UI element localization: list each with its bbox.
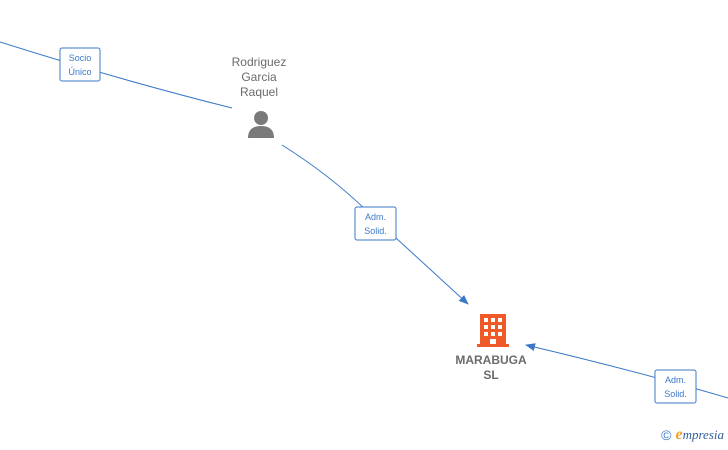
edge-label-adm-solid-person-line1: Adm. xyxy=(365,212,386,222)
person-name-line3: Raquel xyxy=(240,85,278,99)
company-name-line1: MARABUGA xyxy=(455,353,527,367)
building-icon xyxy=(477,314,509,347)
edge-label-adm-solid-right[interactable]: Adm. Solid. xyxy=(654,369,697,404)
brand-logo: empresia xyxy=(675,426,724,444)
brand-first-letter: e xyxy=(675,426,683,443)
edge-adm-solid-right-line xyxy=(525,343,728,399)
person-icon xyxy=(248,111,274,138)
edge-label-socio-unico-line1: Socio xyxy=(69,53,92,63)
edge-label-adm-solid-person[interactable]: Adm. Solid. xyxy=(354,206,397,241)
company-name-line2: SL xyxy=(483,368,498,382)
copyright-symbol: © xyxy=(661,427,672,443)
company-node[interactable]: MARABUGA SL xyxy=(455,314,527,382)
edge-label-adm-solid-person-line2: Solid. xyxy=(364,226,387,236)
edge-label-adm-solid-right-line2: Solid. xyxy=(664,389,687,399)
edge-adm-solid-person-line xyxy=(281,144,468,304)
person-name-line1: Rodriguez xyxy=(232,55,287,69)
person-name-line2: Garcia xyxy=(241,70,277,84)
person-node[interactable]: Rodriguez Garcia Raquel xyxy=(232,55,287,138)
edge-socio-unico-line xyxy=(0,41,233,109)
edge-label-socio-unico-line2: Único xyxy=(68,67,91,77)
edge-label-adm-solid-right-line1: Adm. xyxy=(665,375,686,385)
footer-brand[interactable]: © empresia xyxy=(661,426,724,444)
edge-label-socio-unico[interactable]: Socio Único xyxy=(59,47,101,82)
brand-rest: mpresia xyxy=(682,427,724,442)
